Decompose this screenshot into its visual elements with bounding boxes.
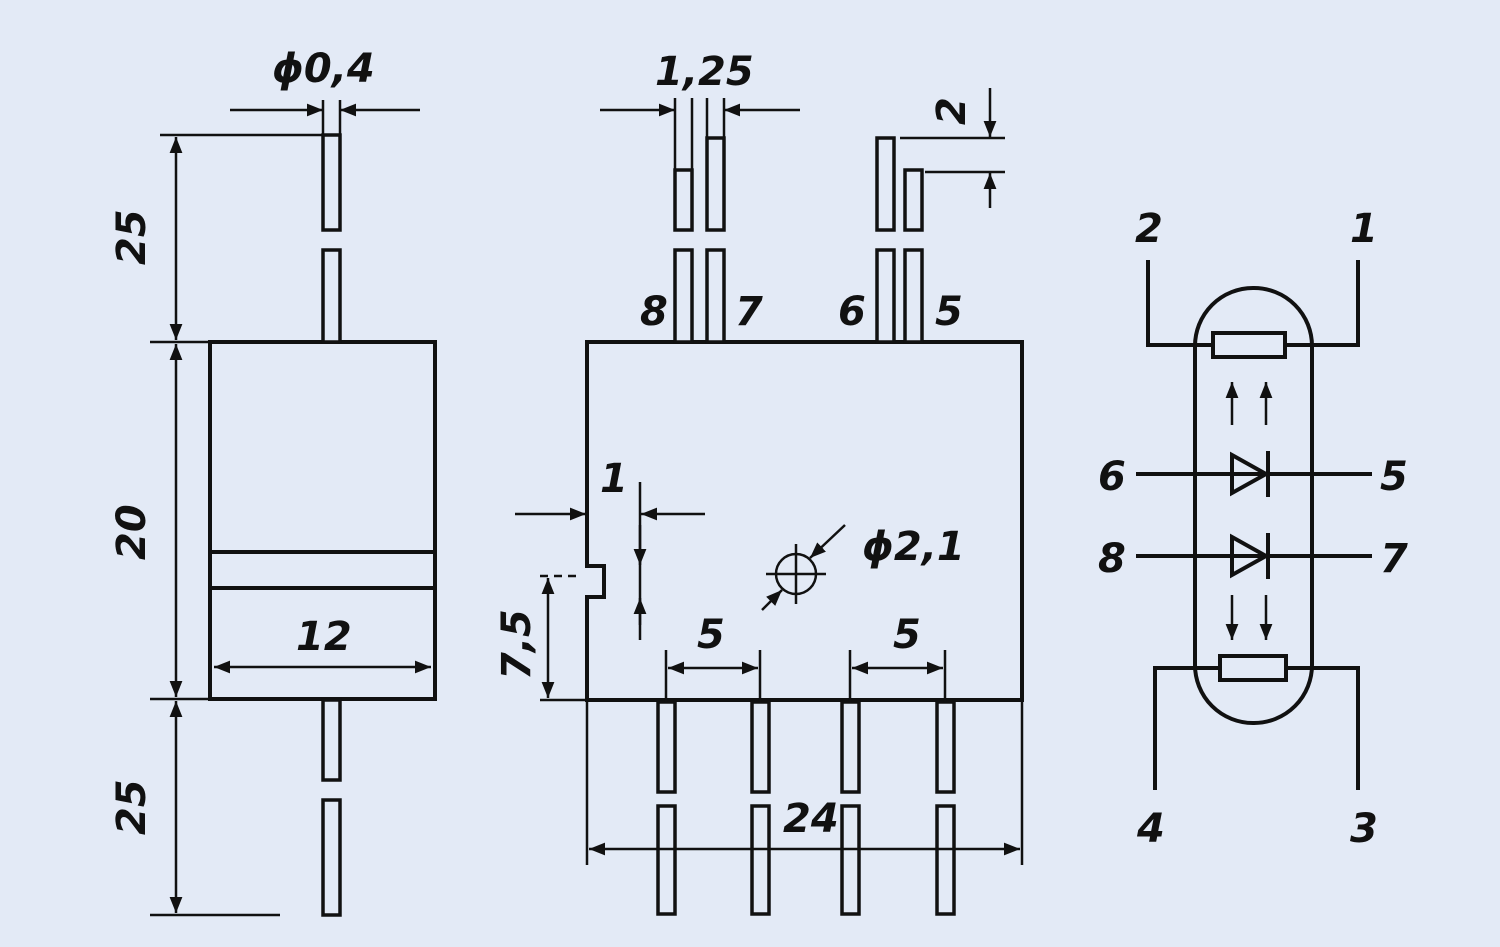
front-body — [585, 340, 1024, 702]
front-pin-8-upper — [673, 168, 694, 232]
side-dim-lead-diameter: ϕ0,4 — [272, 46, 375, 92]
schematic-pin-label-7: 7 — [1380, 536, 1408, 582]
schematic-photoresistor-top — [1211, 331, 1287, 359]
front-pin-3-lower — [750, 804, 771, 916]
front-pin-1-upper — [935, 700, 956, 794]
schematic-pin-label-1: 1 — [1350, 206, 1378, 252]
schematic: 2 1 6 5 8 7 4 3 — [1098, 206, 1408, 852]
front-pin-6-lower — [875, 248, 896, 344]
side-view: ϕ0,4 25 20 25 12 — [109, 46, 437, 917]
front-view: 1,25 2 8 7 6 5 1 7,5 ϕ2,1 — [494, 49, 1024, 916]
front-pin-7-lower — [705, 248, 726, 344]
side-dim-lead-top: 25 — [109, 209, 155, 265]
schematic-pin-label-4: 4 — [1136, 806, 1165, 852]
schematic-pin-label-5: 5 — [1380, 454, 1408, 500]
front-pin-label-5: 5 — [935, 289, 963, 335]
schematic-pin-label-3: 3 — [1350, 806, 1378, 852]
front-dim-pin-pitch: 1,25 — [655, 49, 754, 95]
front-pin-1-lower — [935, 804, 956, 916]
front-pin-6-upper — [875, 136, 896, 232]
front-dim-notch-width: 1 — [600, 456, 628, 502]
schematic-led-top — [1230, 451, 1271, 497]
front-pin-label-7: 7 — [735, 289, 763, 335]
side-dim-body-width: 12 — [296, 614, 352, 660]
schematic-pin-label-8: 8 — [1098, 536, 1126, 582]
front-dim-hole: ϕ2,1 — [862, 524, 965, 570]
front-dim-pin-offset: 2 — [929, 97, 975, 125]
front-pin-5-upper — [903, 168, 924, 232]
schematic-envelope — [1193, 286, 1314, 725]
schematic-pin-label-6: 6 — [1098, 454, 1126, 500]
schematic-pin-label-2: 2 — [1135, 206, 1163, 252]
front-pin-2-lower — [840, 804, 861, 916]
front-pin-label-6: 6 — [838, 289, 866, 335]
side-lead-bottom-b — [321, 798, 342, 917]
side-dim-lead-bottom: 25 — [109, 779, 155, 835]
side-lead-top-a — [321, 133, 342, 232]
front-dim-overall-width: 24 — [783, 796, 839, 842]
front-pin-2-upper — [840, 700, 861, 794]
front-pin-5-lower — [903, 248, 924, 344]
schematic-led-bottom — [1230, 533, 1271, 579]
side-lead-top-b — [321, 248, 342, 344]
front-pin-4-lower — [656, 804, 677, 916]
front-dim-pin-spacing-right: 5 — [893, 612, 921, 658]
schematic-photoresistor-bottom — [1218, 654, 1288, 682]
front-dim-notch-height: 7,5 — [494, 609, 540, 680]
front-pin-7-upper — [705, 136, 726, 232]
front-pin-3-upper — [750, 700, 771, 794]
side-dim-body-height: 20 — [109, 504, 155, 560]
mounting-hole — [761, 524, 846, 611]
side-lead-bottom-a — [321, 698, 342, 782]
front-dim-pin-spacing-left: 5 — [697, 612, 725, 658]
front-pin-8-lower — [673, 248, 694, 344]
front-pin-label-8: 8 — [640, 289, 668, 335]
front-pin-4-upper — [656, 700, 677, 794]
